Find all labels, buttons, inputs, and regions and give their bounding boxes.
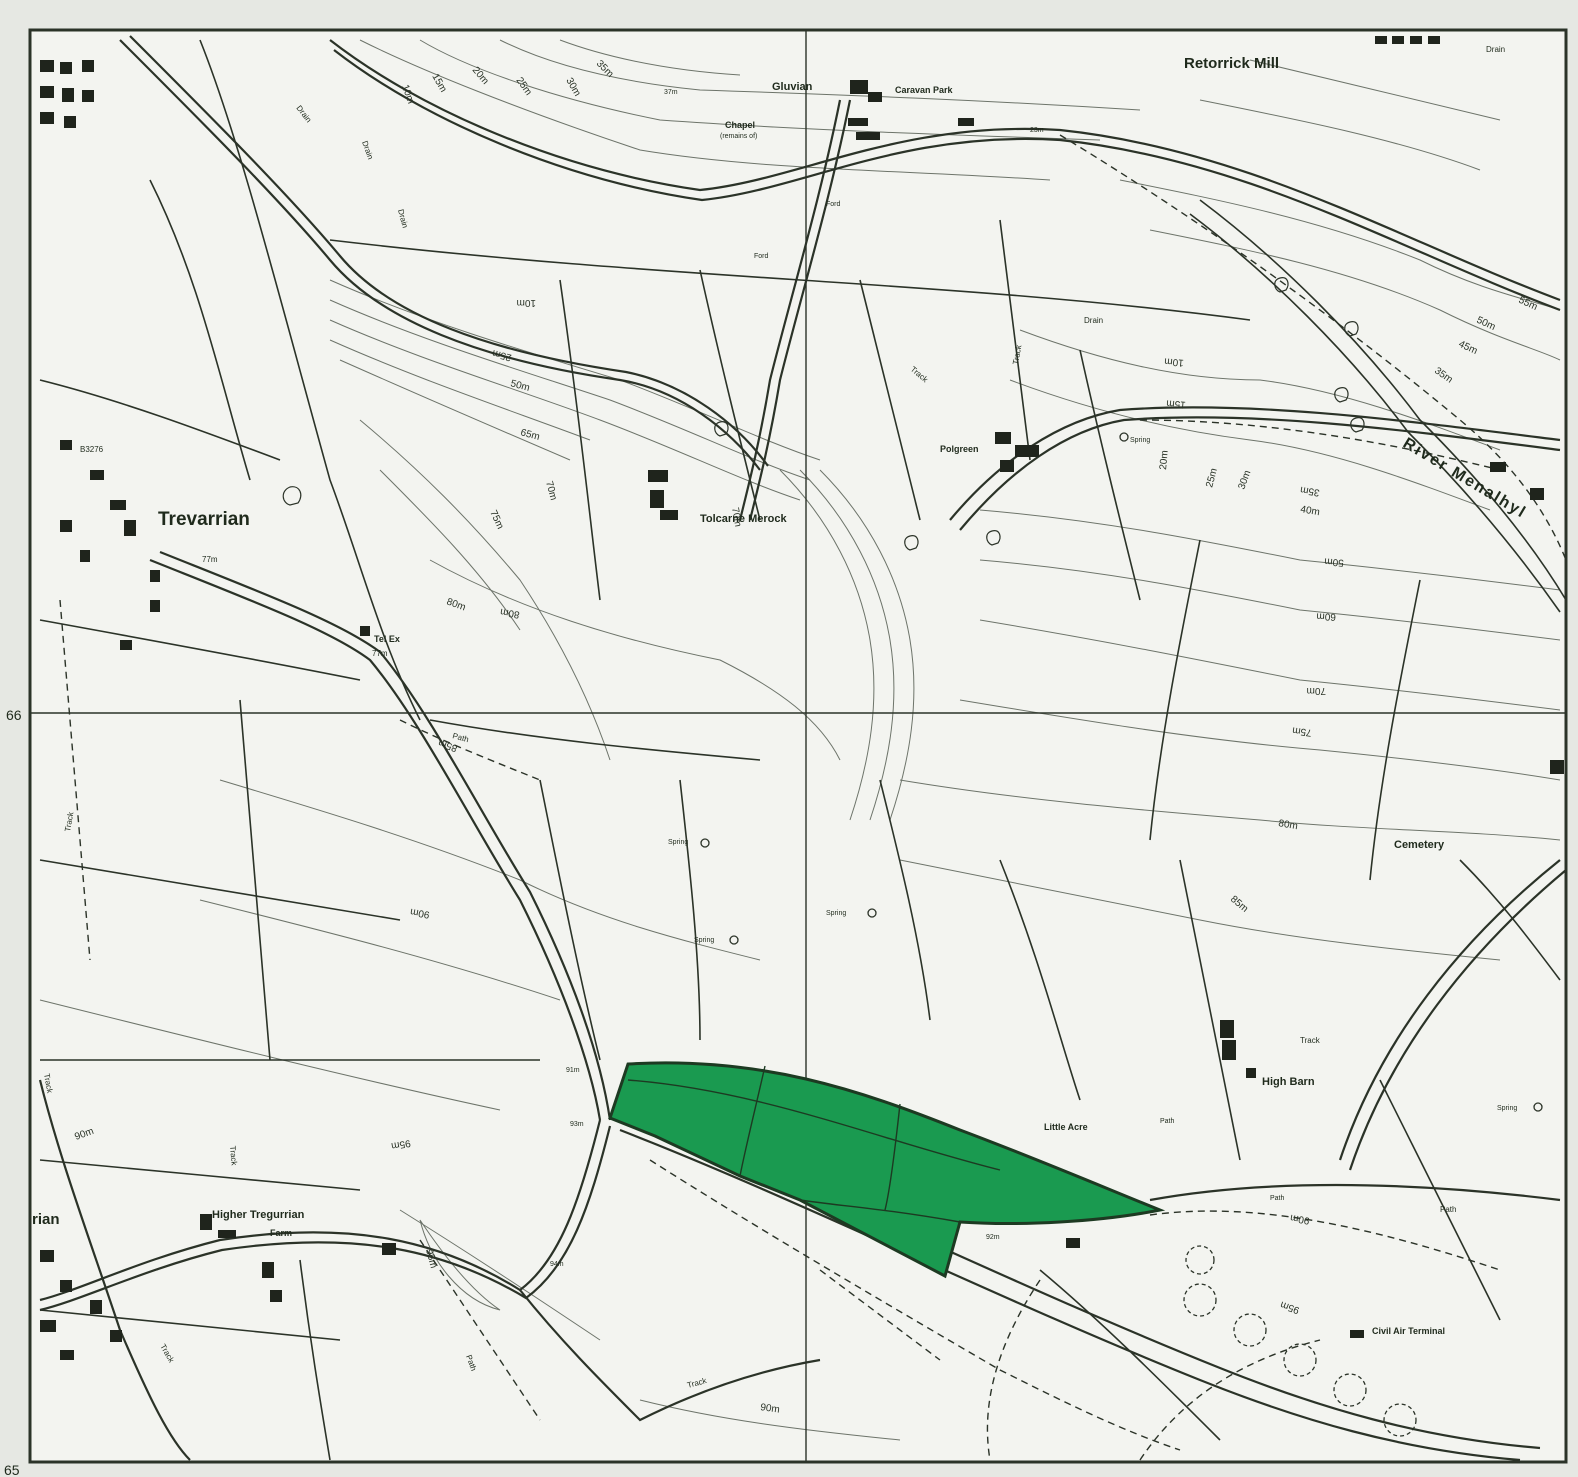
parcel-internal-boundaries bbox=[627, 1065, 1001, 1223]
spot-height-23: 23m bbox=[1030, 127, 1044, 134]
spot-height-94: 94m bbox=[550, 1261, 564, 1268]
place-cemetery: Cemetery bbox=[1394, 839, 1445, 851]
contour-label-90c: 90m bbox=[760, 1402, 781, 1416]
contour-label-75b: 75m bbox=[1292, 724, 1313, 738]
feature-spring-2: Spring bbox=[694, 937, 714, 944]
contour-label-50: 50m bbox=[509, 378, 531, 394]
contour-label-10b: 10m bbox=[517, 297, 536, 308]
place-chapel: Chapel bbox=[725, 120, 755, 130]
spot-height-93: 93m bbox=[570, 1121, 584, 1128]
place-polgreen: Polgreen bbox=[940, 444, 979, 454]
feature-ford-1: Ford bbox=[826, 201, 841, 208]
contour-label-25b: 25m bbox=[491, 347, 513, 363]
place-tolcarne-merock: Tolcarne Merock bbox=[700, 513, 787, 525]
contour-label-40: 40m bbox=[1299, 504, 1320, 518]
place-gluvian: Gluvian bbox=[772, 81, 813, 93]
spot-height-77a: 77m bbox=[202, 555, 218, 564]
contour-label-90: 90m bbox=[409, 906, 430, 920]
buildings bbox=[40, 36, 1564, 1360]
feature-ford-2: Ford bbox=[754, 253, 769, 260]
contour-label-80: 80m bbox=[499, 606, 520, 620]
contour-label-20b: 20m bbox=[1158, 450, 1171, 470]
map-paper bbox=[28, 28, 1568, 1464]
feature-path-4: Path bbox=[1270, 1195, 1285, 1202]
contour-label-95b: 95m bbox=[423, 1248, 439, 1270]
feature-spring-3: Spring bbox=[826, 910, 846, 917]
place-tregurrian-partial: rian bbox=[32, 1211, 60, 1228]
footpaths bbox=[59, 134, 1567, 1461]
place-retorrick-mill: Retorrick Mill bbox=[1184, 55, 1279, 72]
place-higher-tregurrian-farm: Farm bbox=[270, 1228, 292, 1238]
contour-label-15b: 15m bbox=[1166, 397, 1186, 410]
contour-label-65: 65m bbox=[519, 427, 541, 443]
feature-track-7: Track bbox=[1300, 1036, 1321, 1045]
contour-label-10c: 10m bbox=[1164, 355, 1184, 368]
contour-label-25c: 25m bbox=[1204, 467, 1220, 489]
feature-spring-4: Spring bbox=[1130, 437, 1150, 444]
place-civil-air-terminal: Civil Air Terminal bbox=[1372, 1326, 1445, 1336]
roads bbox=[38, 35, 1567, 1462]
contour-label-80c: 80m bbox=[1277, 818, 1298, 832]
spot-height-92: 92m bbox=[986, 1234, 1000, 1241]
spring-markers bbox=[700, 432, 1543, 1112]
place-trevarrian: Trevarrian bbox=[158, 509, 250, 530]
contour-label-70b: 70m bbox=[729, 507, 743, 528]
contour-label-35b: 35m bbox=[1299, 484, 1320, 498]
place-tel-ex: Tel Ex bbox=[374, 634, 400, 644]
feature-track-1: Track bbox=[1011, 343, 1023, 365]
feature-track-4: Track bbox=[42, 1073, 54, 1095]
spot-height-77b: 77m bbox=[372, 649, 388, 658]
grid-lines bbox=[30, 30, 1566, 1462]
contour-label-90d: 90m bbox=[1289, 1212, 1310, 1226]
feature-path-1: Path bbox=[451, 731, 469, 744]
place-little-acre: Little Acre bbox=[1044, 1122, 1088, 1132]
feature-spring-5: Spring bbox=[1497, 1105, 1517, 1112]
airfield-markings bbox=[1183, 1245, 1417, 1437]
river-menalhyl-channel bbox=[1189, 199, 1567, 613]
highlighted-land-parcel[interactable] bbox=[608, 1061, 1166, 1279]
grid-label-northing: 66 bbox=[6, 707, 22, 723]
feature-path-5: Path bbox=[1440, 1205, 1456, 1214]
contour-label-50b: 50m bbox=[1324, 555, 1344, 568]
contour-label-70c: 70m bbox=[1307, 685, 1326, 696]
grid-label-corner: 65 bbox=[4, 1462, 20, 1477]
feature-drain-4: Drain bbox=[1084, 316, 1103, 325]
contour-label-95: 95m bbox=[390, 1137, 411, 1151]
feature-spring-1: Spring bbox=[668, 839, 688, 846]
feature-drain-5: Drain bbox=[1486, 45, 1505, 54]
contour-label-60: 60m bbox=[1316, 610, 1336, 622]
place-chapel-note: (remains of) bbox=[720, 133, 757, 140]
feature-road-ref: B3276 bbox=[80, 445, 104, 454]
feature-track-3: Track bbox=[63, 810, 75, 832]
spot-height-91: 91m bbox=[566, 1067, 580, 1074]
spot-height-37: 37m bbox=[664, 89, 678, 96]
field-boundaries bbox=[39, 39, 1561, 1461]
feature-path-3: Path bbox=[1160, 1118, 1175, 1125]
contour-label-70: 70m bbox=[543, 480, 559, 502]
place-high-barn: High Barn bbox=[1262, 1076, 1315, 1088]
feature-track-5: Track bbox=[228, 1145, 239, 1166]
place-higher-tregurrian: Higher Tregurrian bbox=[212, 1209, 305, 1221]
contour-lines bbox=[39, 39, 1561, 1441]
woodland-symbols bbox=[282, 277, 1365, 551]
place-caravan-park: Caravan Park bbox=[895, 85, 954, 95]
